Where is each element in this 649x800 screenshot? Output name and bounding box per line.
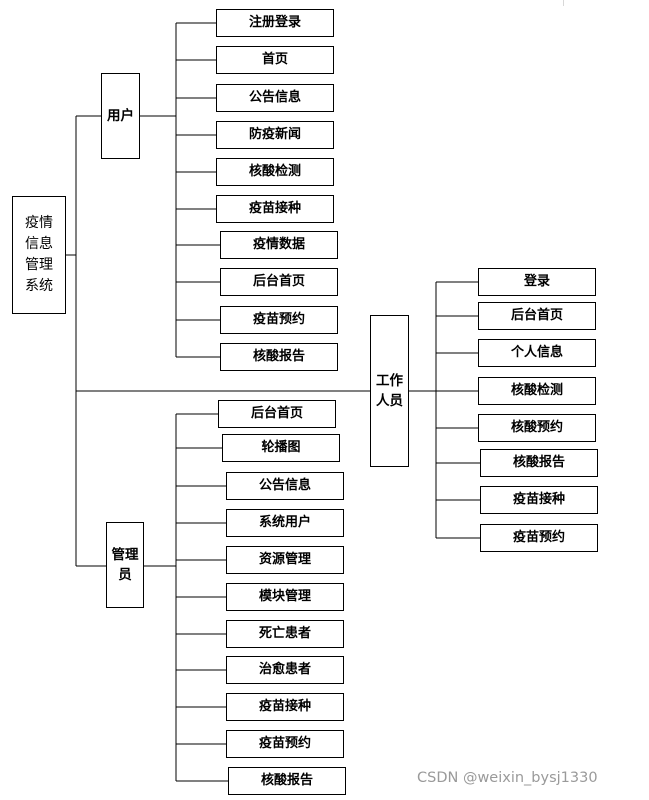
staff-function-item: 核酸报告 bbox=[480, 449, 598, 477]
staff-function-item: 个人信息 bbox=[478, 339, 596, 367]
user-function-item: 注册登录 bbox=[216, 9, 334, 37]
staff-function-item: 疫苗接种 bbox=[480, 486, 598, 514]
admin-function-item: 资源管理 bbox=[226, 546, 344, 574]
staff-function-item: 核酸预约 bbox=[478, 414, 596, 442]
staff-function-item: 核酸检测 bbox=[478, 377, 596, 405]
staff-function-item: 疫苗预约 bbox=[480, 524, 598, 552]
staff-function-item: 登录 bbox=[478, 268, 596, 296]
user-function-item: 疫情数据 bbox=[220, 231, 338, 259]
admin-function-item: 治愈患者 bbox=[226, 656, 344, 684]
admin-function-item: 核酸报告 bbox=[228, 767, 346, 795]
admin-function-item: 疫苗预约 bbox=[226, 730, 344, 758]
user-node: 用户 bbox=[101, 73, 140, 159]
admin-function-item: 轮播图 bbox=[222, 434, 340, 462]
user-function-item: 疫苗预约 bbox=[220, 306, 338, 334]
user-function-item: 后台首页 bbox=[220, 268, 338, 296]
admin-function-item: 公告信息 bbox=[226, 472, 344, 500]
user-function-item: 首页 bbox=[216, 46, 334, 74]
admin-function-item: 后台首页 bbox=[218, 400, 336, 428]
watermark: CSDN @weixin_bysj1330 bbox=[417, 770, 598, 786]
user-function-item: 核酸报告 bbox=[220, 343, 338, 371]
user-function-item: 核酸检测 bbox=[216, 158, 334, 186]
admin-function-item: 模块管理 bbox=[226, 583, 344, 611]
page-edge-mark bbox=[563, 0, 649, 6]
admin-function-item: 疫苗接种 bbox=[226, 693, 344, 721]
user-function-item: 公告信息 bbox=[216, 84, 334, 112]
root-node: 疫情 信息 管理 系统 bbox=[12, 196, 66, 314]
staff-function-item: 后台首页 bbox=[478, 302, 596, 330]
admin-function-item: 死亡患者 bbox=[226, 620, 344, 648]
staff-node: 工作 人员 bbox=[370, 315, 409, 467]
user-function-item: 防疫新闻 bbox=[216, 121, 334, 149]
admin-node: 管理 员 bbox=[106, 522, 144, 608]
user-function-item: 疫苗接种 bbox=[216, 195, 334, 223]
admin-function-item: 系统用户 bbox=[226, 509, 344, 537]
